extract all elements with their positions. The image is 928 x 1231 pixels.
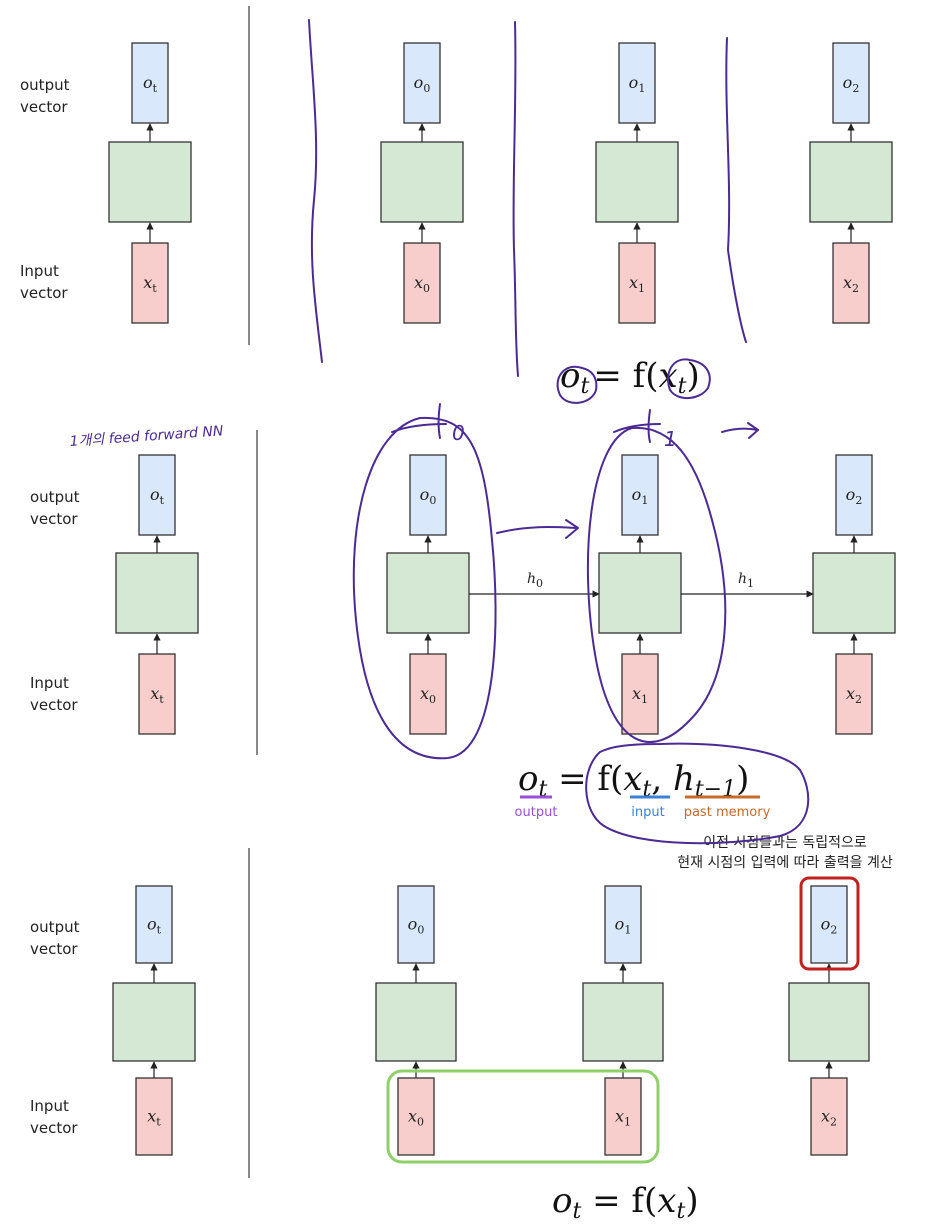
ink-t1-bar <box>613 423 661 433</box>
p2-cell-1-output-label: o1 <box>632 485 649 507</box>
p2-h1-label: h1 <box>738 571 754 590</box>
p2-cell-1-output-box <box>621 454 659 536</box>
p1-cell-0-input-box <box>403 242 441 324</box>
ink-ellipse-formula2 <box>585 742 810 845</box>
ink-arrowhead-2 <box>747 422 759 439</box>
p1-cell-2-output-label: o2 <box>843 73 860 95</box>
p1-left-output-box <box>131 42 169 124</box>
p3-cell-0-input-box <box>397 1077 435 1156</box>
p1-left-output-label: ot <box>143 73 158 95</box>
ink-t0-sub: 0 <box>452 421 465 445</box>
p3-formula: ot = f(xt) <box>552 1181 699 1224</box>
p1-left-hidden-box <box>108 141 192 223</box>
input-caption: input <box>631 805 664 820</box>
p3-left-hidden-box <box>112 982 196 1062</box>
p3-cell-2-hidden-box <box>788 982 870 1062</box>
p1-formula: ot= f(xt) <box>560 356 700 399</box>
p2-h0-label: h0 <box>527 571 543 590</box>
p1-cell-0-output-label: o0 <box>414 73 431 95</box>
p2-cell-1-input-box <box>621 653 659 735</box>
p3-highlight-o2 <box>799 876 860 971</box>
p2-left-input-label: xt <box>150 684 164 706</box>
p2-cell-0-hidden-box <box>386 552 470 634</box>
p1-cell-2-output-box <box>832 42 870 124</box>
ink-ellipse-t1 <box>586 426 727 744</box>
ink-t1-sub: 1 <box>664 427 677 451</box>
ink-t0-stem <box>437 403 441 439</box>
p1-cell-0-input-label: x0 <box>414 273 430 295</box>
p2-cell-1-input-label: x1 <box>632 684 648 706</box>
p3-cell-1-output-box <box>604 885 642 964</box>
p2-cell-1-hidden-box <box>598 552 682 634</box>
p2-cell-0-input-label: x0 <box>420 684 436 706</box>
p1-cell-1-input-label: x1 <box>629 273 645 295</box>
p2-left-output-box <box>138 454 176 536</box>
p2-cell-2-hidden-box <box>812 552 896 634</box>
p3-cell-2-output-label: o2 <box>821 915 838 937</box>
ink-circle-ot <box>556 365 598 404</box>
p2-left-input-box <box>138 653 176 735</box>
p1-cell-2-input-label: x2 <box>843 273 859 295</box>
p2-left-hidden-box <box>115 552 199 634</box>
p1-cell-0-output-box <box>403 42 441 124</box>
ink-separator-2 <box>512 21 519 377</box>
p2-cell-2-output-label: o2 <box>846 485 863 507</box>
p3-cell-0-hidden-box <box>375 982 457 1062</box>
p2-cell-0-output-box <box>409 454 447 536</box>
past-memory-caption: past memory <box>684 805 771 820</box>
p3-cell-1-hidden-box <box>582 982 664 1062</box>
ink-t0-bar <box>391 423 447 433</box>
p3-cell-1-input-label: x1 <box>615 1107 631 1129</box>
ink-arrowhead-1 <box>565 519 579 539</box>
p2-cell-0-input-box <box>409 653 447 735</box>
ink-note-feed-forward: 1개의 feed forward NN <box>69 423 224 450</box>
p1-cell-0-hidden-box <box>380 141 464 223</box>
p3-cell-1-output-label: o1 <box>615 915 632 937</box>
p3-left-output-label: ot <box>147 915 162 937</box>
p2-formula: ot = f(xt, ht−1) <box>518 759 749 802</box>
p2-cell-0-output-label: o0 <box>420 485 437 507</box>
p1-cell-1-hidden-box <box>595 141 679 223</box>
ink-separator-3 <box>725 37 747 343</box>
ink-t1-stem <box>647 409 651 443</box>
p2-left-output-label: ot <box>150 485 165 507</box>
p1-left-input-box <box>131 242 169 324</box>
p1-cell-1-output-box <box>618 42 656 124</box>
p3-cell-2-output-box <box>810 885 848 964</box>
p1-cell-1-output-label: o1 <box>629 73 646 95</box>
p3-cell-0-output-label: o0 <box>408 915 425 937</box>
ink-arrow-2 <box>721 427 759 433</box>
p3-note-line-0: 이전 시점들과는 독립적으로 <box>703 835 867 851</box>
p2-cell-2-input-label: x2 <box>846 684 862 706</box>
p2-cell-2-input-box <box>835 653 873 735</box>
p1-cell-2-input-box <box>832 242 870 324</box>
ink-arrow-1 <box>496 526 577 534</box>
p3-cell-1-input-box <box>604 1077 642 1156</box>
p3-cell-0-output-box <box>397 885 435 964</box>
p2-cell-2-output-box <box>835 454 873 536</box>
ink-circle-xt <box>667 358 711 399</box>
p3-note-line-1: 현재 시점의 입력에 따라 출력을 계산 <box>677 855 893 871</box>
p1-cell-2-hidden-box <box>809 141 893 223</box>
p1-left-input-label: xt <box>143 273 157 295</box>
p3-left-input-label: xt <box>147 1107 161 1129</box>
p1-cell-1-input-box <box>618 242 656 324</box>
ink-ellipse-t0 <box>352 416 497 760</box>
p3-left-output-box <box>135 885 173 964</box>
output-caption: output <box>515 805 558 820</box>
p3-left-input-box <box>135 1077 173 1156</box>
ink-separator-1 <box>308 19 323 363</box>
p3-cell-0-input-label: x0 <box>408 1107 424 1129</box>
p3-cell-2-input-label: x2 <box>821 1107 837 1129</box>
p3-cell-2-input-box <box>810 1077 848 1156</box>
p3-highlight-inputs <box>386 1069 660 1164</box>
